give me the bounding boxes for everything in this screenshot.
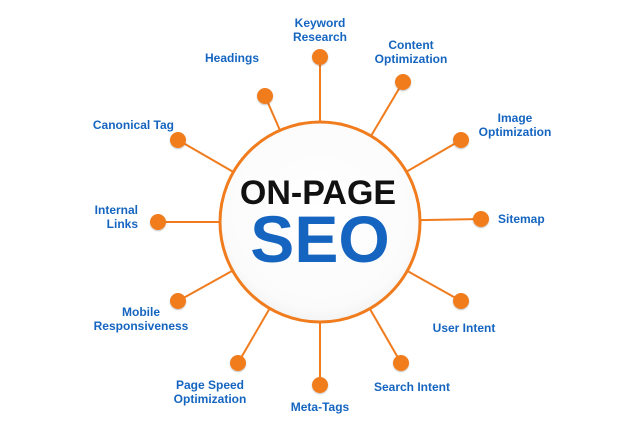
node-label-line: Internal [95,203,138,217]
node-dot-sitemap [473,211,489,227]
spoke-image-optimization [405,139,462,173]
spoke-page-speed-optimization [237,307,271,364]
node-dot-internal-links [150,214,166,230]
spoke-canonical-tag [177,139,234,173]
node-dot-meta-tags [312,377,328,393]
spoke-mobile-responsiveness [177,269,234,302]
spoke-user-intent [406,270,462,302]
node-dot-keyword-research [312,49,328,65]
node-label-line: Keyword [295,16,346,30]
center-title-line2: SEO [250,202,389,276]
node-label-headings: Headings [205,51,259,65]
spoke-sitemap [419,218,482,222]
node-label-line: Optimization [479,125,552,139]
node-label-meta-tags: Meta-Tags [291,400,350,414]
node-label-line: Content [388,38,433,52]
node-label-line: Research [293,30,347,44]
node-label-line: Optimization [375,52,448,66]
spoke-content-optimization [370,81,404,137]
node-dot-user-intent [453,293,469,309]
node-label-sitemap: Sitemap [498,212,545,226]
node-label-line: Canonical Tag [93,118,174,132]
node-label-user-intent: User Intent [433,321,496,335]
node-label-line: Responsiveness [94,319,189,333]
node-dot-image-optimization [453,132,469,148]
spoke-search-intent [368,308,402,364]
node-dot-headings [257,88,273,104]
node-label-line: Image [498,111,533,125]
node-label-canonical-tag: Canonical Tag [93,118,174,132]
node-label-line: Page Speed [176,378,244,392]
node-label-line: Optimization [174,392,247,406]
node-dot-search-intent [393,355,409,371]
node-label-line: Sitemap [498,212,545,226]
node-dot-page-speed-optimization [230,355,246,371]
node-label-line: Meta-Tags [291,400,350,414]
center-title-line1: ON-PAGE [240,174,396,212]
node-label-line: Mobile [122,305,160,319]
node-dot-mobile-responsiveness [170,293,186,309]
node-label-line: Headings [205,51,259,65]
node-dot-canonical-tag [170,132,186,148]
center-circle [218,120,422,324]
spokes-group [158,57,482,385]
node-dot-content-optimization [395,74,411,90]
node-label-line: Links [107,217,139,231]
node-label-line: User Intent [433,321,496,335]
node-label-search-intent: Search Intent [374,380,450,394]
node-label-line: Search Intent [374,380,450,394]
